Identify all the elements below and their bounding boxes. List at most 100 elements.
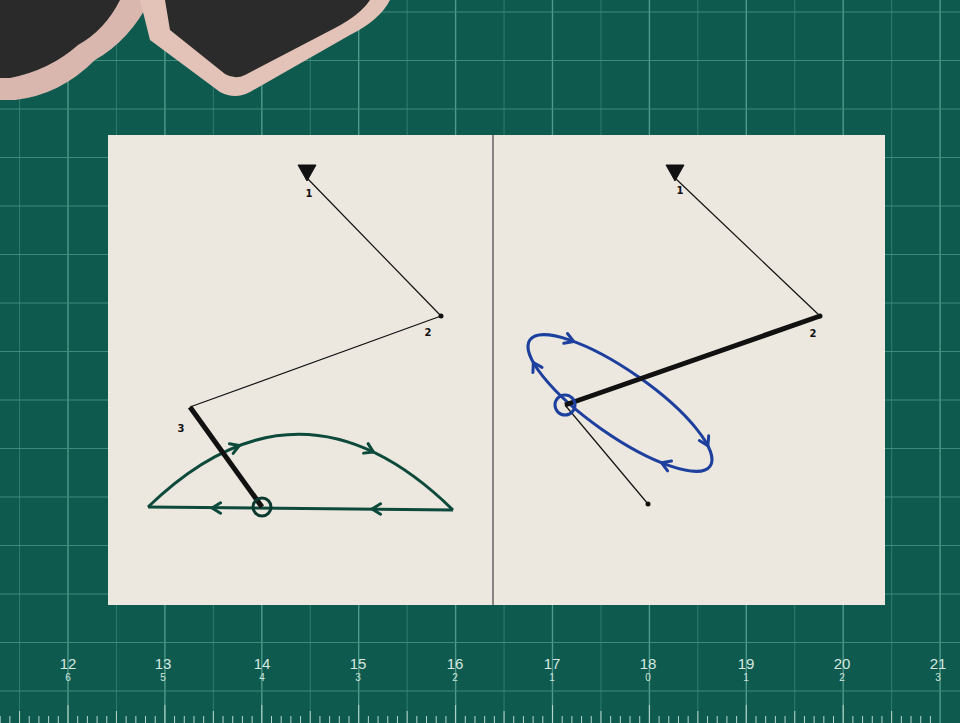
point-number: 2	[810, 329, 817, 339]
ruler-tick	[116, 711, 117, 723]
ruler-tick	[223, 716, 224, 723]
rod	[190, 316, 441, 407]
ruler-tick	[755, 716, 756, 723]
ruler-tick	[29, 716, 30, 723]
ruler-tick	[378, 716, 379, 723]
grid-line	[67, 0, 68, 723]
ruler-tick	[794, 711, 795, 723]
rod	[675, 178, 820, 316]
ruler-tick	[203, 716, 204, 723]
ruler-tick	[126, 716, 127, 723]
stamp-pad	[140, 0, 390, 96]
ruler-number: 0	[645, 673, 651, 683]
ruler-tick	[668, 716, 669, 723]
ruler-tick	[155, 716, 156, 723]
ruler-number: 15	[350, 656, 367, 671]
stamp-pad-top	[165, 0, 370, 77]
ruler-tick	[58, 716, 59, 723]
rod	[307, 178, 441, 316]
bob-circle	[253, 498, 271, 516]
thick-rod	[565, 316, 820, 405]
ruler-number: 3	[935, 673, 941, 683]
ruler-tick	[581, 716, 582, 723]
ruler-tick	[77, 716, 78, 723]
ruler-tick	[630, 716, 631, 723]
left-pendulum	[148, 165, 453, 516]
ruler-number: 13	[155, 656, 172, 671]
ruler-tick	[484, 716, 485, 723]
grid-line	[0, 60, 960, 61]
trajectory-loop	[148, 507, 453, 510]
joint-dot	[646, 502, 651, 507]
ruler-tick	[261, 705, 262, 723]
ruler-tick	[358, 705, 359, 723]
ruler-number: 6	[65, 673, 71, 683]
ruler-tick	[620, 716, 621, 723]
ruler-tick	[397, 716, 398, 723]
ruler-tick	[562, 716, 563, 723]
card	[108, 135, 885, 605]
ruler-tick	[678, 716, 679, 723]
ruler-number: 1	[549, 673, 555, 683]
ruler-tick	[87, 716, 88, 723]
arrowhead	[364, 444, 374, 453]
ruler-tick	[833, 716, 834, 723]
bob-circle	[555, 395, 575, 415]
ruler-tick	[174, 716, 175, 723]
ruler-tick	[775, 716, 776, 723]
ruler-tick	[213, 711, 214, 723]
point-number: 3	[178, 424, 185, 434]
joint-dot	[439, 314, 444, 319]
ruler-number: 18	[640, 656, 657, 671]
arrowhead	[699, 436, 708, 446]
ruler-tick	[542, 716, 543, 723]
grid-line	[0, 642, 960, 643]
ruler-tick	[290, 716, 291, 723]
grid-line	[891, 0, 892, 723]
ruler-tick	[717, 716, 718, 723]
ruler-tick	[688, 716, 689, 723]
ruler-tick	[232, 716, 233, 723]
point-number: 1	[677, 186, 684, 196]
ruler-tick	[901, 716, 902, 723]
ruler-tick	[387, 716, 388, 723]
ruler-tick	[852, 716, 853, 723]
ruler-tick	[862, 716, 863, 723]
ruler-tick	[571, 716, 572, 723]
ruler-number: 16	[447, 656, 464, 671]
ruler-tick	[48, 716, 49, 723]
card-divider	[492, 135, 493, 605]
ruler-tick	[426, 716, 427, 723]
ruler-tick	[319, 716, 320, 723]
ruler-tick	[474, 716, 475, 723]
ruler-tick	[19, 711, 20, 723]
stamp-pad	[0, 0, 150, 100]
arrowhead	[212, 503, 221, 513]
ruler-tick	[513, 716, 514, 723]
ruler-number: 2	[839, 673, 845, 683]
arrowhead	[229, 444, 239, 454]
ruler-tick	[736, 716, 737, 723]
ruler-tick	[281, 716, 282, 723]
ruler-tick	[911, 716, 912, 723]
right-pendulum	[512, 165, 823, 507]
ruler-tick	[610, 716, 611, 723]
ruler-tick	[300, 716, 301, 723]
ruler-tick	[135, 716, 136, 723]
ruler-number: 19	[738, 656, 755, 671]
ruler-number: 1	[743, 673, 749, 683]
arrowhead	[533, 362, 542, 372]
grid-line	[0, 109, 960, 110]
ruler-number: 17	[544, 656, 561, 671]
grid-line	[939, 0, 940, 723]
ruler-tick	[271, 716, 272, 723]
ruler-tick	[455, 705, 456, 723]
ruler-tick	[726, 716, 727, 723]
ruler-tick	[881, 716, 882, 723]
thick-rod	[190, 407, 262, 507]
ruler-tick	[184, 716, 185, 723]
ruler-tick	[193, 716, 194, 723]
ruler-tick	[765, 716, 766, 723]
ruler-tick	[97, 716, 98, 723]
